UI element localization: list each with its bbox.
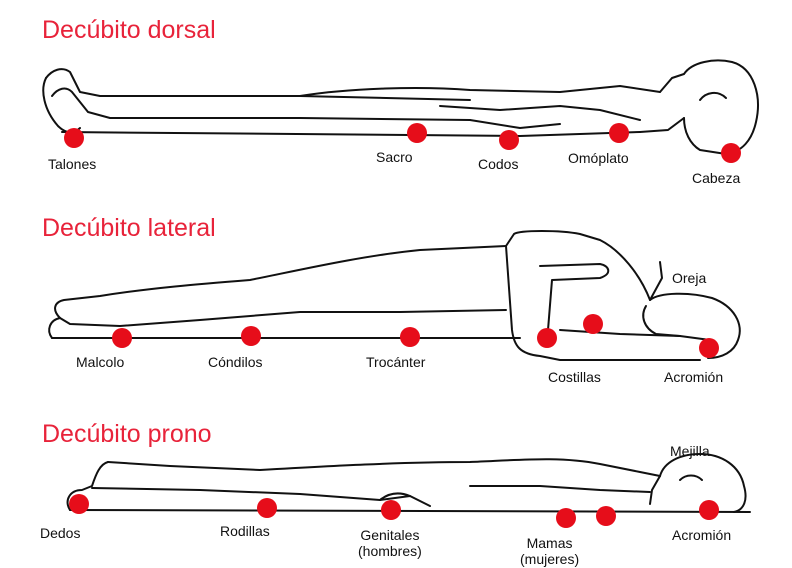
pressure-point-sacro	[407, 123, 427, 143]
pressure-point-cabeza	[721, 143, 741, 163]
label-genitales: Genitales (hombres)	[358, 527, 422, 559]
pressure-point-acromion	[699, 338, 719, 358]
pressure-point-costillas-2	[583, 314, 603, 334]
pressure-point-trocanter	[400, 327, 420, 347]
supine-body-outline	[0, 0, 792, 200]
label-costillas: Costillas	[548, 369, 601, 385]
label-mejilla: Mejilla	[670, 443, 710, 459]
pressure-point-omoplato	[609, 123, 629, 143]
label-malcolo: Malcolo	[76, 354, 124, 370]
pressure-point-genitales	[381, 500, 401, 520]
label-sacro: Sacro	[376, 149, 413, 165]
label-oreja: Oreja	[672, 270, 706, 286]
label-condilos: Cóndilos	[208, 354, 262, 370]
label-cabeza: Cabeza	[692, 170, 740, 186]
pressure-point-acromion	[699, 500, 719, 520]
panel-decubito-prono: Decúbito prono Mejilla Dedos Rodillas Ge…	[0, 400, 792, 568]
pressure-point-talones	[64, 128, 84, 148]
pressure-point-mamas	[556, 508, 576, 528]
label-rodillas: Rodillas	[220, 523, 270, 539]
pressure-point-mamas-2	[596, 506, 616, 526]
label-omoplato: Omóplato	[568, 150, 629, 166]
label-codos: Codos	[478, 156, 518, 172]
label-trocanter: Trocánter	[366, 354, 425, 370]
pressure-point-dedos	[69, 494, 89, 514]
label-mamas: Mamas (mujeres)	[520, 535, 579, 567]
label-dedos: Dedos	[40, 525, 80, 541]
label-talones: Talones	[48, 156, 96, 172]
pressure-point-codos	[499, 130, 519, 150]
panel-decubito-lateral: Decúbito lateral Oreja Malcolo Cóndilos …	[0, 200, 792, 400]
pressure-point-condilos	[241, 326, 261, 346]
pressure-point-costillas	[537, 328, 557, 348]
label-acromion: Acromión	[664, 369, 723, 385]
label-acromion: Acromión	[672, 527, 731, 543]
panel-decubito-dorsal: Decúbito dorsal Talones Sacro Codos Omóp…	[0, 0, 792, 200]
pressure-point-malcolo	[112, 328, 132, 348]
pressure-point-rodillas	[257, 498, 277, 518]
